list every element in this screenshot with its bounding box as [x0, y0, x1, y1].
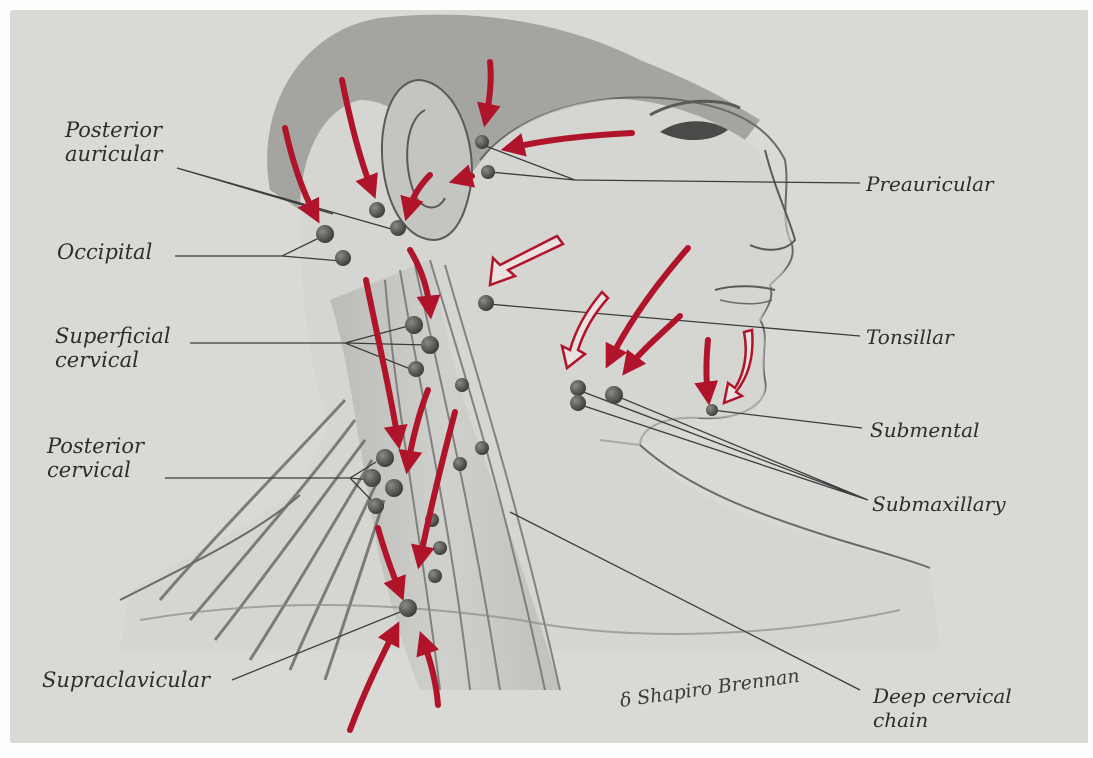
label-occipital: Occipital — [57, 240, 152, 264]
label-submaxillary: Submaxillary — [872, 492, 1006, 516]
label-tonsillar: Tonsillar — [866, 325, 954, 349]
label-preauricular: Preauricular — [866, 172, 994, 196]
node-deep-5 — [433, 541, 447, 555]
node-posterior-cervical-4 — [368, 498, 384, 514]
node-deep-3 — [453, 457, 467, 471]
node-posterior-cervical-3 — [385, 479, 403, 497]
node-preauricular-2 — [481, 165, 495, 179]
label-superficial-cervical: Superficial cervical — [55, 324, 171, 372]
node-superficial-cervical-3 — [408, 361, 424, 377]
label-submental: Submental — [870, 418, 979, 442]
node-preauricular-1 — [475, 135, 489, 149]
node-supraclavicular — [399, 599, 417, 617]
node-deep-6 — [428, 569, 442, 583]
label-posterior-cervical: Posterior cervical — [47, 434, 144, 482]
label-posterior-auricular: Posterior auricular — [65, 118, 162, 166]
node-occipital-2 — [335, 250, 351, 266]
label-deep-cervical-chain: Deep cervical chain — [873, 684, 1012, 732]
node-deep-2 — [475, 441, 489, 455]
node-posterior-auricular-1 — [369, 202, 385, 218]
node-occipital-1 — [316, 225, 334, 243]
node-submaxillary-3 — [570, 395, 586, 411]
node-superficial-cervical-2 — [421, 336, 439, 354]
node-posterior-cervical-2 — [363, 469, 381, 487]
node-submaxillary-2 — [605, 386, 623, 404]
node-superficial-cervical-1 — [405, 316, 423, 334]
node-submaxillary-1 — [570, 380, 586, 396]
label-supraclavicular: Supraclavicular — [42, 668, 210, 692]
head-sketch — [120, 15, 940, 690]
node-tonsillar — [478, 295, 494, 311]
node-deep-1 — [455, 378, 469, 392]
node-posterior-cervical-1 — [376, 449, 394, 467]
node-submental — [706, 404, 718, 416]
node-posterior-auricular-2 — [390, 220, 406, 236]
